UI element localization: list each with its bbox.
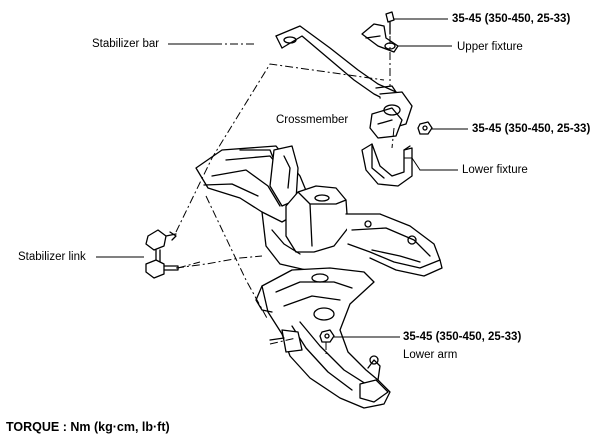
- upper-fixture-bolt-drawing: [385, 11, 395, 35]
- torque-crossmember-nut: 35-45 (350-450, 25-33): [472, 123, 591, 135]
- crossmember-nut-drawing: [417, 121, 433, 135]
- lower-arm-nut-drawing: [319, 329, 335, 343]
- label-upper-fixture: Upper fixture: [457, 41, 523, 53]
- crossmember-drawing: [195, 145, 443, 277]
- torque-unit-note: TORQUE : Nm (kg·cm, lb·ft): [6, 420, 170, 434]
- bar-bushing-drawing: [369, 91, 413, 139]
- torque-lower-arm-nut: 35-45 (350-450, 25-33): [403, 331, 522, 343]
- lower-fixture-drawing: [361, 143, 413, 187]
- torque-upper-fixture-bolt: 35-45 (350-450, 25-33): [452, 13, 571, 25]
- label-stabilizer-bar: Stabilizer bar: [92, 38, 160, 50]
- label-stabilizer-link: Stabilizer link: [18, 251, 86, 263]
- upper-fixture-drawing: [361, 23, 399, 53]
- stabilizer-link-drawing: [145, 229, 179, 279]
- leader-lines: [96, 18, 468, 338]
- label-lower-fixture: Lower fixture: [462, 164, 528, 176]
- assembly-guide-lines: [175, 36, 395, 354]
- label-lower-arm: Lower arm: [403, 349, 458, 361]
- label-crossmember: Crossmember: [276, 114, 349, 126]
